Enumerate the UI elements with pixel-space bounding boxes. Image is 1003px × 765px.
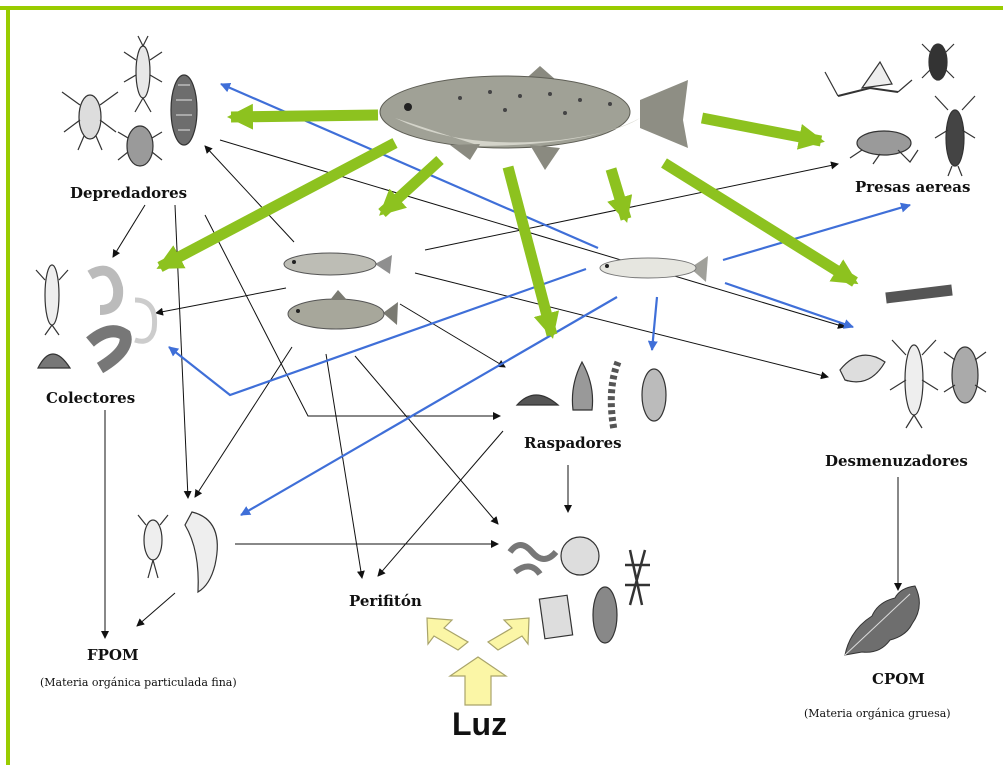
link-fish-desmenuzadores: [415, 273, 828, 377]
grasshopper-icon: [850, 131, 918, 164]
label-presas-aereas: Presas aereas: [855, 178, 970, 196]
blue-link-colectores: [169, 269, 586, 395]
oak-leaf-icon: [845, 586, 919, 655]
limpet-icon: [517, 395, 558, 405]
mayfly-nymph-icon: [124, 36, 162, 112]
green-link-colectores: [160, 143, 395, 267]
copepod-icon: [138, 515, 168, 578]
algae-icons: [510, 537, 650, 643]
water-strider-icon: [62, 92, 118, 150]
label-cpom: CPOM: [872, 670, 925, 688]
larva-icon: [135, 300, 155, 341]
blue-link-algae: [652, 297, 657, 350]
filament-alga-icon: [625, 550, 650, 605]
isopod-icon: [944, 347, 986, 403]
green-link-depredadores: [231, 115, 378, 117]
beetle-icon: [118, 126, 162, 166]
label-perifiton: Perifitón: [349, 592, 422, 610]
desmenuzadores-icons: [840, 290, 986, 428]
label-cpom-description: (Materia orgánica gruesa): [804, 707, 951, 720]
beetle-icon: [922, 44, 954, 80]
label-luz: Luz: [452, 706, 507, 743]
presas-icons: [825, 44, 975, 176]
larva-icon: [611, 362, 618, 430]
light-arrow-right: [488, 618, 529, 650]
filament-alga-icon: [510, 545, 556, 574]
label-depredadores: Depredadores: [70, 184, 187, 202]
link-fish-algae: [355, 356, 498, 524]
adult-mayfly-icon: [825, 62, 912, 96]
larva-icon: [36, 265, 68, 335]
green-link-presas: [702, 118, 821, 141]
minnow-illustration: [284, 253, 398, 329]
diatom-icon: [593, 587, 617, 643]
blue-link-zooplankton: [241, 297, 617, 515]
raspadores-icons: [517, 362, 666, 430]
light-arrows: [427, 618, 529, 705]
diatom-icon: [539, 595, 572, 639]
depredadores-icons: [62, 36, 197, 166]
larva-icon: [90, 271, 118, 310]
zooplankton-icons: [138, 512, 217, 592]
green-link-minnow: [382, 160, 440, 213]
link-fish-zooplankton: [195, 347, 292, 497]
label-raspadores: Raspadores: [524, 434, 622, 452]
link-fish-raspadores: [400, 304, 505, 367]
larva-icon: [90, 331, 126, 368]
light-arrow-left: [427, 618, 468, 650]
blue-link-desmenuzadores: [725, 283, 853, 327]
colectores-icons: [36, 265, 155, 368]
water-beetle-icon: [171, 75, 197, 145]
label-fpom: FPOM: [87, 646, 139, 664]
shrimp-icon: [185, 512, 217, 592]
label-fpom-description: (Materia orgánica particulada fina): [40, 676, 237, 689]
link-depredadores-colectores: [113, 205, 145, 257]
link-fish-depredadores: [205, 146, 294, 242]
link-depredadores-desmenuzadores: [220, 140, 845, 327]
green-link-juvenile: [611, 169, 626, 219]
green-link-raspadores: [508, 167, 552, 335]
link-raspadores-perifiton: [378, 431, 503, 576]
larva-icon: [642, 369, 666, 421]
clam-icon: [38, 354, 70, 368]
stonefly-icon: [935, 96, 975, 176]
label-desmenuzadores: Desmenuzadores: [825, 452, 968, 470]
link-fish-colectores: [156, 288, 286, 313]
larva-icon: [886, 290, 952, 298]
light-arrow-up: [450, 657, 506, 705]
diatom-icon: [561, 537, 599, 575]
juvenile-fish-illustration: [600, 256, 708, 282]
snail-icon: [572, 362, 592, 410]
trout-illustration: [380, 66, 688, 170]
amphipod-icon: [840, 355, 885, 382]
label-colectores: Colectores: [46, 389, 135, 407]
stonefly-icon: [890, 340, 938, 428]
link-zooplankton-fpom: [137, 593, 175, 626]
